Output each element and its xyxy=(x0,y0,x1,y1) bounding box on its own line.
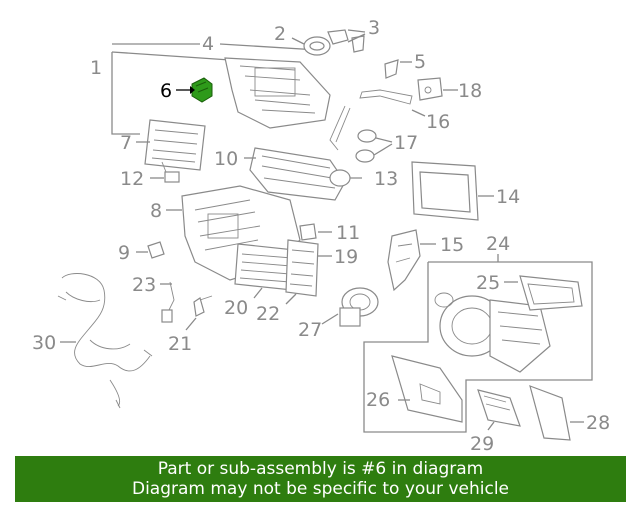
parts-diagram: 1 2 3 4 5 6 7 8 9 10 11 12 13 14 15 16 1… xyxy=(32,17,610,455)
hose-part-16 xyxy=(329,89,413,151)
callout-14: 14 xyxy=(496,186,520,208)
sensor-part-21 xyxy=(193,295,213,317)
callout-30: 30 xyxy=(32,332,56,354)
motor-part-9 xyxy=(147,241,165,259)
seal-ring-part xyxy=(303,36,331,56)
callout-29: 29 xyxy=(470,433,494,455)
actuator-part-13 xyxy=(329,169,351,187)
bracket-part-15 xyxy=(387,229,421,292)
plate-part-18 xyxy=(417,77,443,101)
clip-parts xyxy=(327,29,365,53)
blower-motor-part-27 xyxy=(339,287,379,327)
sub-assembly-box-24 xyxy=(363,254,593,433)
callout-8: 8 xyxy=(150,200,162,222)
callout-25: 25 xyxy=(476,272,500,294)
wire-harness-part-30 xyxy=(57,273,153,409)
filter-part-7 xyxy=(144,119,206,171)
callout-20: 20 xyxy=(224,297,248,319)
callout-24: 24 xyxy=(486,233,510,255)
duct-part-26 xyxy=(391,355,463,423)
callout-2: 2 xyxy=(274,23,286,45)
filter-frame-part-29 xyxy=(477,389,521,427)
callout-4: 4 xyxy=(202,33,214,55)
upper-case-part xyxy=(224,57,331,129)
callout-12: 12 xyxy=(120,168,144,190)
callout-28: 28 xyxy=(586,412,610,434)
grommet-parts-17 xyxy=(355,129,377,163)
callout-7: 7 xyxy=(120,132,132,154)
callout-13: 13 xyxy=(374,168,398,190)
callout-6: 6 xyxy=(160,80,172,102)
evaporator-part-20 xyxy=(234,243,296,291)
callout-labels: 1 2 3 4 5 6 7 8 9 10 11 12 13 14 15 16 1… xyxy=(32,17,610,455)
callout-1-bracket xyxy=(111,43,231,135)
sensor-part-23 xyxy=(161,281,175,323)
banner-line-2: Diagram may not be specific to your vehi… xyxy=(131,479,509,499)
seal-part-25 xyxy=(519,275,583,311)
callout-26: 26 xyxy=(366,389,390,411)
callout-22: 22 xyxy=(256,303,280,325)
callout-21: 21 xyxy=(168,333,192,355)
callout-17: 17 xyxy=(394,132,418,154)
info-banner: Part or sub-assembly is #6 in diagram Di… xyxy=(15,456,626,502)
bracket-part-5 xyxy=(384,59,399,79)
banner-line-1: Part or sub-assembly is #6 in diagram xyxy=(157,459,484,479)
cover-part-28 xyxy=(529,385,571,441)
callout-3: 3 xyxy=(368,17,380,39)
callout-27: 27 xyxy=(298,319,322,341)
callout-15: 15 xyxy=(440,234,464,256)
callout-5: 5 xyxy=(414,51,426,73)
callout-10: 10 xyxy=(214,148,238,170)
callout-16: 16 xyxy=(426,111,450,133)
callout-19: 19 xyxy=(334,246,358,268)
filter-part-14 xyxy=(411,161,479,221)
callout-1: 1 xyxy=(90,57,102,79)
duct-part-10 xyxy=(249,147,346,201)
fitting-part-11 xyxy=(299,223,317,241)
callout-18: 18 xyxy=(458,80,482,102)
blower-housing-part xyxy=(434,292,551,373)
sensor-part-12 xyxy=(161,161,180,183)
highlighted-part-6 xyxy=(191,77,213,103)
callout-23: 23 xyxy=(132,274,156,296)
heater-core-part-19 xyxy=(285,239,319,297)
callout-9: 9 xyxy=(118,242,130,264)
callout-11: 11 xyxy=(336,222,360,244)
